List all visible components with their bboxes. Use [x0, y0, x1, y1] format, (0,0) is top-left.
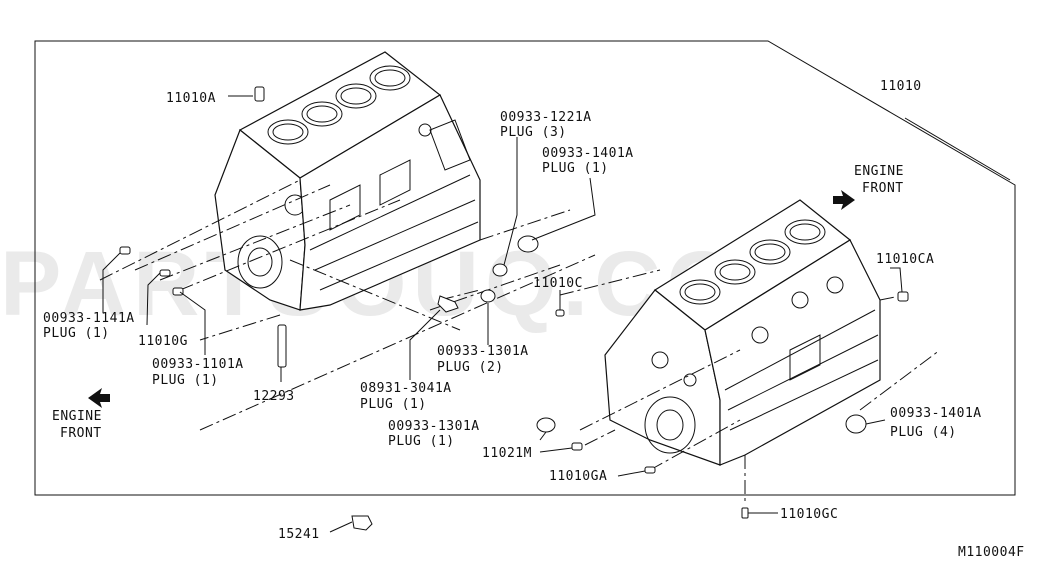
engine-front-left-line1: ENGINE	[52, 409, 102, 424]
engine-front-right-line1: ENGINE	[854, 164, 904, 179]
pin-11010C[interactable]	[555, 309, 565, 317]
pin-11010GC[interactable]	[741, 507, 749, 519]
label-00933-1301A-low: 00933-1301A	[388, 419, 480, 434]
bolt-08931-3041A[interactable]	[437, 295, 459, 313]
label-00933-1401A-right: 00933-1401A	[890, 406, 982, 421]
diagram-code: M110004F	[958, 545, 1025, 560]
label-00933-1401A-top-qty: PLUG (1)	[542, 161, 609, 176]
engine-front-left-line2: FRONT	[60, 426, 102, 441]
label-00933-1401A-top: 00933-1401A	[542, 146, 634, 161]
bolt-12293[interactable]	[277, 324, 287, 368]
label-00933-1101A-qty: PLUG (1)	[152, 373, 219, 388]
plug-11010A[interactable]	[254, 86, 265, 102]
label-00933-1301A-low-qty: PLUG (1)	[388, 434, 455, 449]
label-12293: 12293	[253, 389, 295, 404]
label-00933-1141A: 00933-1141A	[43, 311, 135, 326]
pin-11021M[interactable]	[571, 442, 583, 451]
plug-00933-1221A[interactable]	[492, 263, 508, 277]
engine-block-right[interactable]	[604, 199, 881, 466]
plug-00933-1401A-right[interactable]	[845, 414, 867, 434]
plug-11010CA[interactable]	[897, 291, 909, 302]
label-00933-1401A-right-qty: PLUG (4)	[890, 425, 957, 440]
plug-00933-1301A-mid[interactable]	[480, 289, 496, 303]
pin-11010G[interactable]	[159, 269, 171, 277]
label-11010G: 11010G	[138, 334, 188, 349]
label-08931-3041A-qty: PLUG (1)	[360, 397, 427, 412]
label-11010C: 11010C	[533, 276, 583, 291]
label-00933-1221A: 00933-1221A	[500, 110, 592, 125]
label-11010CA: 11010CA	[876, 252, 934, 267]
label-00933-1101A: 00933-1101A	[152, 357, 244, 372]
label-00933-1141A-qty: PLUG (1)	[43, 326, 110, 341]
bolt-15241[interactable]	[351, 515, 373, 531]
label-00933-1221A-qty: PLUG (3)	[500, 125, 567, 140]
label-11010A: 11010A	[166, 91, 216, 106]
label-11010GC: 11010GC	[780, 507, 838, 522]
plug-00933-1301A-low[interactable]	[536, 417, 556, 433]
plug-00933-1141A[interactable]	[119, 246, 131, 255]
label-15241: 15241	[278, 527, 320, 542]
label-00933-1301A-mid: 00933-1301A	[437, 344, 529, 359]
label-11010: 11010	[880, 79, 922, 94]
label-11010GA: 11010GA	[549, 469, 607, 484]
label-11021M: 11021M	[482, 446, 532, 461]
label-08931-3041A: 08931-3041A	[360, 381, 452, 396]
engine-front-arrow-left	[88, 388, 110, 408]
engine-front-right-line2: FRONT	[862, 181, 904, 196]
diagram-frame	[34, 40, 1016, 496]
engine-block-left[interactable]	[214, 51, 481, 311]
plug-00933-1101A[interactable]	[172, 287, 184, 296]
label-00933-1301A-mid-qty: PLUG (2)	[437, 360, 504, 375]
pin-11010GA[interactable]	[644, 466, 656, 474]
engine-front-arrow-right	[833, 190, 855, 210]
